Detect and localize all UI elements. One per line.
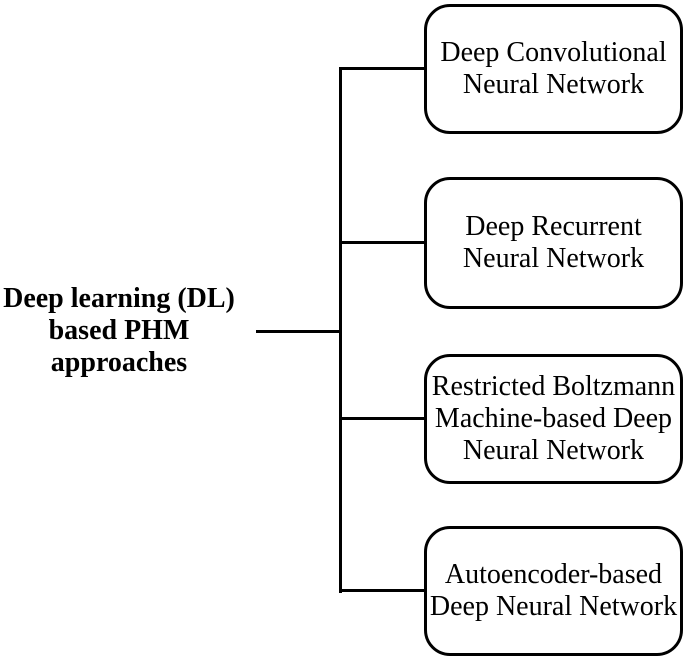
node-label: Deep Recurrent Neural Network	[462, 211, 645, 274]
connector-branch-dcnn	[341, 67, 424, 70]
connector-branch-rbm-dnn	[341, 417, 424, 420]
connector-trunk	[339, 67, 342, 593]
node-restricted-boltzmann-machine-based-deep-neural-network: Restricted Boltzmann Machine-based Deep …	[424, 354, 683, 484]
connector-branch-drnn	[341, 241, 424, 244]
node-label: Restricted Boltzmann Machine-based Deep …	[431, 371, 676, 466]
node-deep-convolutional-neural-network: Deep Convolutional Neural Network	[424, 4, 683, 134]
root-label-dl-based-phm-approaches: Deep learning (DL) based PHM approaches	[3, 283, 235, 378]
node-deep-recurrent-neural-network: Deep Recurrent Neural Network	[424, 177, 683, 309]
node-label: Deep Convolutional Neural Network	[440, 37, 667, 100]
connector-branch-ae-dnn	[341, 589, 424, 592]
node-autoencoder-based-deep-neural-network: Autoencoder-based Deep Neural Network	[424, 526, 683, 656]
connector-root-stub	[256, 330, 340, 333]
node-label: Autoencoder-based Deep Neural Network	[429, 559, 678, 622]
